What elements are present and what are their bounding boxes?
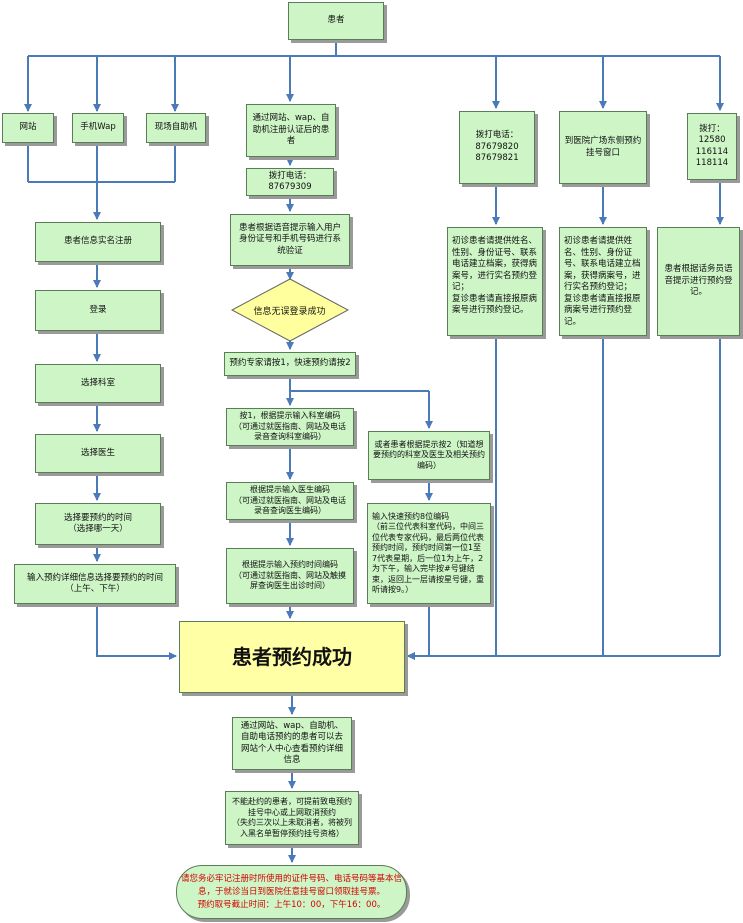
kiosk-node: 现场自助机 [146, 113, 206, 143]
connector-arrow [407, 604, 430, 660]
view-details-node: 通过网站、wap、自助机、自助电话预约的患者可以去网站个人中心查看预约详细信息 [232, 717, 352, 770]
call-phone-node: 拨打电话：87679309 [246, 168, 334, 196]
hotline-node: 拨打电话： 87679820 87679821 [459, 111, 535, 184]
hotline-steps-node: 初诊患者请提供姓名、性别、身份证号、联系电话建立档案，获得病案号，进行实名预约登… [447, 227, 543, 336]
patient-node: 患者 [288, 2, 384, 40]
time-code-node: 根据提示输入预约时间编码 （可通过就医指南、网站及触摸屏查询医生出诊时间） [226, 548, 354, 604]
select-department-node: 选择科室 [35, 364, 161, 403]
registration-window-node: 到医院广场东侧预约挂号窗口 [559, 111, 647, 184]
dial-numbers-node: 拨打： 12580 116114 118114 [687, 113, 737, 180]
website-node: 网站 [2, 113, 54, 143]
key1-department-node: 按1，根据提示输入科室编码 （可通过就医指南、网站及电话录音查询科室编码） [226, 408, 354, 446]
key2-node: 或者患者根据提示按2（知道想要预约的科室及医生及相关预约编码） [368, 431, 490, 480]
auth-patient-node: 通过网站、wap、自助机注册认证后的患者 [246, 104, 336, 157]
mobile-wap-node: 手机Wap [72, 113, 124, 143]
select-date-node: 选择要预约的时间 （选择哪一天） [35, 503, 161, 545]
doctor-code-node: 根据提示输入医生编码 （可通过就医指南、网站及电话录音查询医生编码） [226, 482, 354, 520]
press-key-node: 预约专家请按1，快速预约请按2 [224, 352, 356, 376]
eight-digit-code-node: 输入快速预约8位编码 （前三位代表科室代码，中间三位代表专家代码，最后两位代表预… [367, 503, 491, 604]
operator-node: 患者根据话务员语音提示进行预约登记。 [657, 227, 740, 336]
input-details-node: 输入预约详细信息选择要预约的时间 （上午、下午） [14, 564, 176, 604]
login-node: 登录 [35, 290, 161, 331]
realname-register-node: 患者信息实名注册 [35, 222, 161, 262]
window-steps-node: 初诊患者请提供姓名、性别、身份证号、联系电话建立档案，获得病案号，进行实名预约登… [559, 227, 647, 336]
select-doctor-node: 选择医生 [35, 434, 161, 473]
voice-verify-node: 患者根据语音提示输入用户身份证号和手机号码进行系统验证 [230, 214, 350, 266]
connector-arrow [96, 604, 177, 660]
login-ok-label: 信息无误登录成功 [253, 306, 326, 317]
reminder-note: 请您务必牢记注册时所使用的证件号码、电话号码等基本信息，于就诊当日到医院任意挂号… [176, 865, 407, 919]
cancel-node: 不能赴约的患者，可提前致电预约挂号中心或上网取消预约 （失约三次以上未取消者，将… [225, 791, 359, 845]
login-decision-diamond [230, 278, 350, 342]
success-node: 患者预约成功 [179, 621, 405, 693]
